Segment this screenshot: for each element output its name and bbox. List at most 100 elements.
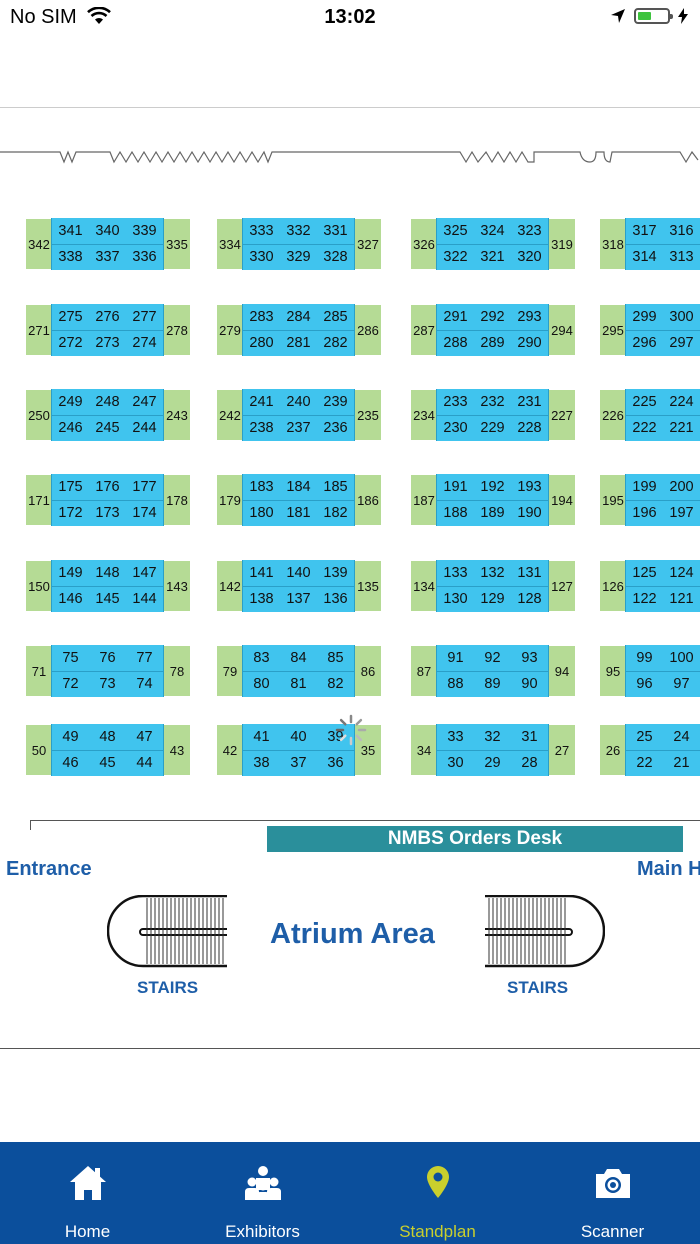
stand[interactable]: 322 (443, 249, 468, 265)
stand[interactable]: 293 (517, 309, 542, 325)
stand[interactable]: 231 (517, 394, 542, 410)
stand[interactable]: 129 (480, 591, 505, 607)
stand[interactable]: 74 (136, 676, 153, 692)
stand[interactable]: 90 (521, 676, 538, 692)
stand[interactable]: 122 (632, 591, 657, 607)
stand[interactable]: 317 (632, 223, 657, 239)
stand[interactable]: 39 (327, 729, 344, 745)
stand[interactable]: 197 (669, 505, 694, 521)
stand[interactable]: 271 (26, 305, 52, 355)
stand[interactable]: 47 (136, 729, 153, 745)
stand[interactable]: 279 (217, 305, 243, 355)
stand[interactable]: 319 (549, 219, 575, 269)
stand[interactable]: 280 (249, 335, 274, 351)
stand[interactable]: 28 (521, 755, 538, 771)
stand[interactable]: 332 (286, 223, 311, 239)
stand[interactable]: 37 (290, 755, 307, 771)
stand[interactable]: 199 (632, 479, 657, 495)
stand[interactable]: 284 (286, 309, 311, 325)
stand[interactable]: 75 (62, 650, 79, 666)
stand[interactable]: 43 (164, 725, 190, 775)
stand[interactable]: 25 (636, 729, 653, 745)
stand[interactable]: 46 (62, 755, 79, 771)
stand[interactable]: 35 (355, 725, 381, 775)
stand[interactable]: 50 (26, 725, 52, 775)
stand[interactable]: 136 (323, 591, 348, 607)
stand[interactable]: 179 (217, 475, 243, 525)
stand[interactable]: 294 (549, 305, 575, 355)
stand[interactable]: 83 (253, 650, 270, 666)
stand[interactable]: 177 (132, 479, 157, 495)
stand[interactable]: 33 (447, 729, 464, 745)
stand[interactable]: 226 (600, 390, 626, 440)
stand[interactable]: 248 (95, 394, 120, 410)
stand[interactable]: 324 (480, 223, 505, 239)
stand[interactable]: 327 (355, 219, 381, 269)
stand[interactable]: 330 (249, 249, 274, 265)
stand[interactable]: 150 (26, 561, 52, 611)
stand[interactable]: 236 (323, 420, 348, 436)
stand[interactable]: 299 (632, 309, 657, 325)
stand[interactable]: 296 (632, 335, 657, 351)
stand[interactable]: 92 (484, 650, 501, 666)
stand[interactable]: 247 (132, 394, 157, 410)
stand[interactable]: 225 (632, 394, 657, 410)
stand[interactable]: 340 (95, 223, 120, 239)
tab-scanner[interactable]: Scanner (525, 1142, 700, 1244)
stand[interactable]: 246 (58, 420, 83, 436)
stand[interactable]: 277 (132, 309, 157, 325)
stand[interactable]: 326 (411, 219, 437, 269)
stand[interactable]: 288 (443, 335, 468, 351)
stand[interactable]: 140 (286, 565, 311, 581)
stand[interactable]: 195 (600, 475, 626, 525)
stand[interactable]: 232 (480, 394, 505, 410)
stand[interactable]: 278 (164, 305, 190, 355)
stand[interactable]: 172 (58, 505, 83, 521)
stand[interactable]: 31 (521, 729, 538, 745)
stand[interactable]: 173 (95, 505, 120, 521)
stand[interactable]: 137 (286, 591, 311, 607)
stand[interactable]: 135 (355, 561, 381, 611)
stand[interactable]: 276 (95, 309, 120, 325)
stand[interactable]: 323 (517, 223, 542, 239)
stand[interactable]: 26 (600, 725, 626, 775)
stand[interactable]: 45 (99, 755, 116, 771)
stand[interactable]: 190 (517, 505, 542, 521)
stand[interactable]: 44 (136, 755, 153, 771)
stand[interactable]: 176 (95, 479, 120, 495)
stand[interactable]: 144 (132, 591, 157, 607)
stand[interactable]: 97 (673, 676, 690, 692)
stand[interactable]: 131 (517, 565, 542, 581)
stand[interactable]: 286 (355, 305, 381, 355)
stand[interactable]: 48 (99, 729, 116, 745)
stand[interactable]: 325 (443, 223, 468, 239)
stand[interactable]: 186 (355, 475, 381, 525)
stand[interactable]: 333 (249, 223, 274, 239)
stand[interactable]: 334 (217, 219, 243, 269)
stand[interactable]: 96 (636, 676, 653, 692)
stand[interactable]: 86 (355, 646, 381, 696)
stand[interactable]: 285 (323, 309, 348, 325)
stand[interactable]: 171 (26, 475, 52, 525)
stand[interactable]: 78 (164, 646, 190, 696)
stand[interactable]: 148 (95, 565, 120, 581)
stand[interactable]: 295 (600, 305, 626, 355)
stand[interactable]: 127 (549, 561, 575, 611)
stand[interactable]: 229 (480, 420, 505, 436)
stand[interactable]: 281 (286, 335, 311, 351)
stand[interactable]: 185 (323, 479, 348, 495)
stand[interactable]: 79 (217, 646, 243, 696)
stand[interactable]: 300 (669, 309, 694, 325)
stand[interactable]: 274 (132, 335, 157, 351)
stand[interactable]: 95 (600, 646, 626, 696)
stand[interactable]: 178 (164, 475, 190, 525)
stand[interactable]: 287 (411, 305, 437, 355)
stand[interactable]: 180 (249, 505, 274, 521)
stand[interactable]: 238 (249, 420, 274, 436)
stand[interactable]: 139 (323, 565, 348, 581)
stand[interactable]: 341 (58, 223, 83, 239)
stand[interactable]: 84 (290, 650, 307, 666)
stand[interactable]: 181 (286, 505, 311, 521)
stand[interactable]: 336 (132, 249, 157, 265)
